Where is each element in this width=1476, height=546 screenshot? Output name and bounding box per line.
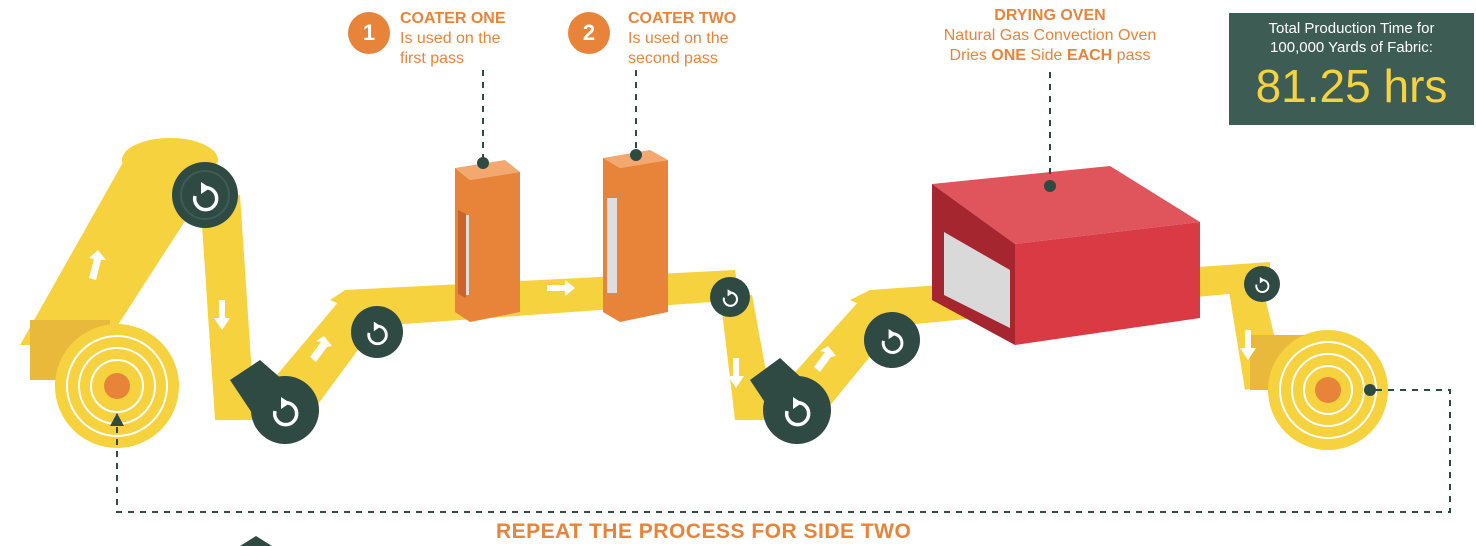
roller-small-3 xyxy=(864,312,920,368)
coater-one-desc-1: Is used on the xyxy=(400,30,501,47)
arrow-down-icon xyxy=(214,300,230,330)
belt-segment-down-1 xyxy=(200,195,255,420)
roller-small-4 xyxy=(1244,266,1280,302)
drying-oven-title: DRYING OVEN xyxy=(994,7,1106,24)
coater-two-title: COATER TWO xyxy=(628,10,737,27)
drying-oven-label: DRYING OVEN Natural Gas Convection Oven … xyxy=(880,6,1220,66)
coater-two-desc-1: Is used on the xyxy=(628,30,729,47)
coater-one-unit xyxy=(455,157,520,322)
total-box-value: 81.25 hrs xyxy=(1255,60,1448,112)
coater-one-label: COATER ONE Is used on the first pass xyxy=(400,9,505,69)
repeat-return-line xyxy=(116,389,1451,513)
total-box-line-1: Total Production Time for xyxy=(1268,20,1435,37)
arrow-down-icon xyxy=(728,358,744,388)
arrow-up-icon xyxy=(89,250,106,280)
supply-roll xyxy=(30,320,179,448)
arrow-up-icon xyxy=(814,346,836,372)
coater-two-number-badge: 2 xyxy=(568,12,610,54)
repeat-process-label: REPEAT THE PROCESS FOR SIDE TWO xyxy=(496,520,912,543)
roller-small-2 xyxy=(710,277,750,317)
arrow-down-icon xyxy=(1240,330,1256,360)
roller-small-1 xyxy=(351,306,403,358)
roller-bottom-2 xyxy=(750,358,831,444)
coater-one-desc-2: first pass xyxy=(400,50,465,67)
belt-segment-up-1 xyxy=(20,150,205,345)
arrow-up-icon xyxy=(240,536,272,546)
coater-one-number-badge: 1 xyxy=(348,12,390,54)
drying-oven-unit xyxy=(932,166,1200,345)
roller-bottom-1 xyxy=(230,360,319,444)
drying-oven-desc-1: Natural Gas Convection Oven xyxy=(943,27,1157,44)
arrow-right-icon xyxy=(547,280,575,296)
total-production-time-box: Total Production Time for 100,000 Yards … xyxy=(1229,13,1474,125)
callout-lines xyxy=(116,70,1451,513)
roller-top-left xyxy=(172,162,238,228)
coater-two-label: COATER TWO Is used on the second pass xyxy=(628,9,736,69)
arrow-up-icon xyxy=(310,336,332,362)
arrow-up-icon xyxy=(110,413,124,426)
coater-one-title: COATER ONE xyxy=(400,10,506,27)
total-box-line-2: 100,000 Yards of Fabric: xyxy=(1270,39,1433,56)
takeup-roll xyxy=(1250,330,1388,450)
return-line-start-dot xyxy=(1364,384,1376,396)
drying-oven-desc-2: Dries ONE Side EACH pass xyxy=(949,47,1151,64)
coater-two-unit xyxy=(603,149,668,322)
coater-two-desc-2: second pass xyxy=(628,50,718,67)
